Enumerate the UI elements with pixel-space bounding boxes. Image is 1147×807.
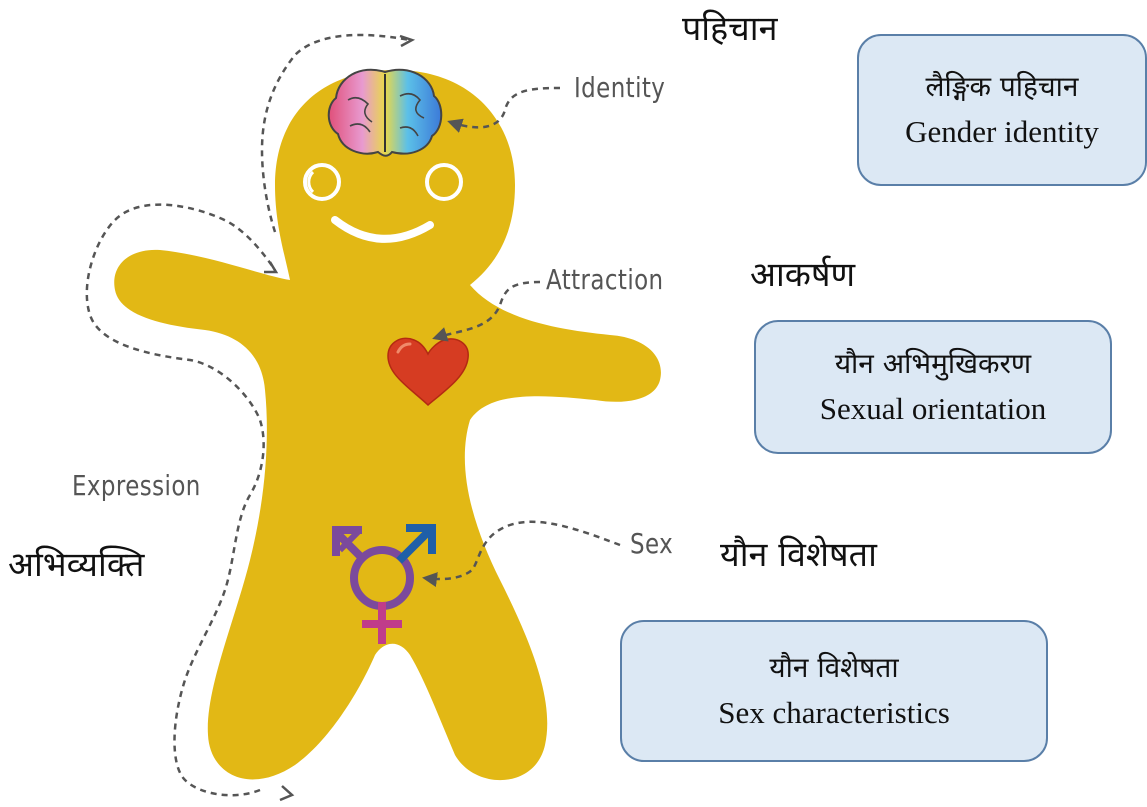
gender-identity-box: लैङ्गिक पहिचान Gender identity	[857, 34, 1147, 186]
sex-characteristics-english: Sex characteristics	[718, 694, 950, 731]
attraction-heading: आकर्षण	[750, 258, 855, 292]
brain-icon	[329, 70, 442, 156]
gender-identity-hindi: लैङ्गिक पहिचान	[926, 70, 1079, 104]
attraction-label: Attraction	[546, 266, 664, 294]
sex-characteristics-box: यौन विशेषता Sex characteristics	[620, 620, 1048, 762]
sex-heading: यौन विशेषता	[720, 538, 877, 572]
sexual-orientation-english: Sexual orientation	[820, 390, 1046, 427]
sex-characteristics-hindi: यौन विशेषता	[769, 651, 898, 685]
identity-label: Identity	[574, 74, 665, 102]
sexual-orientation-box: यौन अभिमुखिकरण Sexual orientation	[754, 320, 1112, 454]
sexual-orientation-hindi: यौन अभिमुखिकरण	[835, 347, 1031, 381]
identity-heading: पहिचान	[682, 12, 777, 46]
sex-label: Sex	[630, 530, 673, 558]
gingerbread-body	[114, 70, 661, 780]
expression-label: Expression	[72, 472, 201, 500]
expression-heading: अभिव्यक्ति	[8, 548, 144, 582]
gender-identity-english: Gender identity	[905, 113, 1099, 150]
